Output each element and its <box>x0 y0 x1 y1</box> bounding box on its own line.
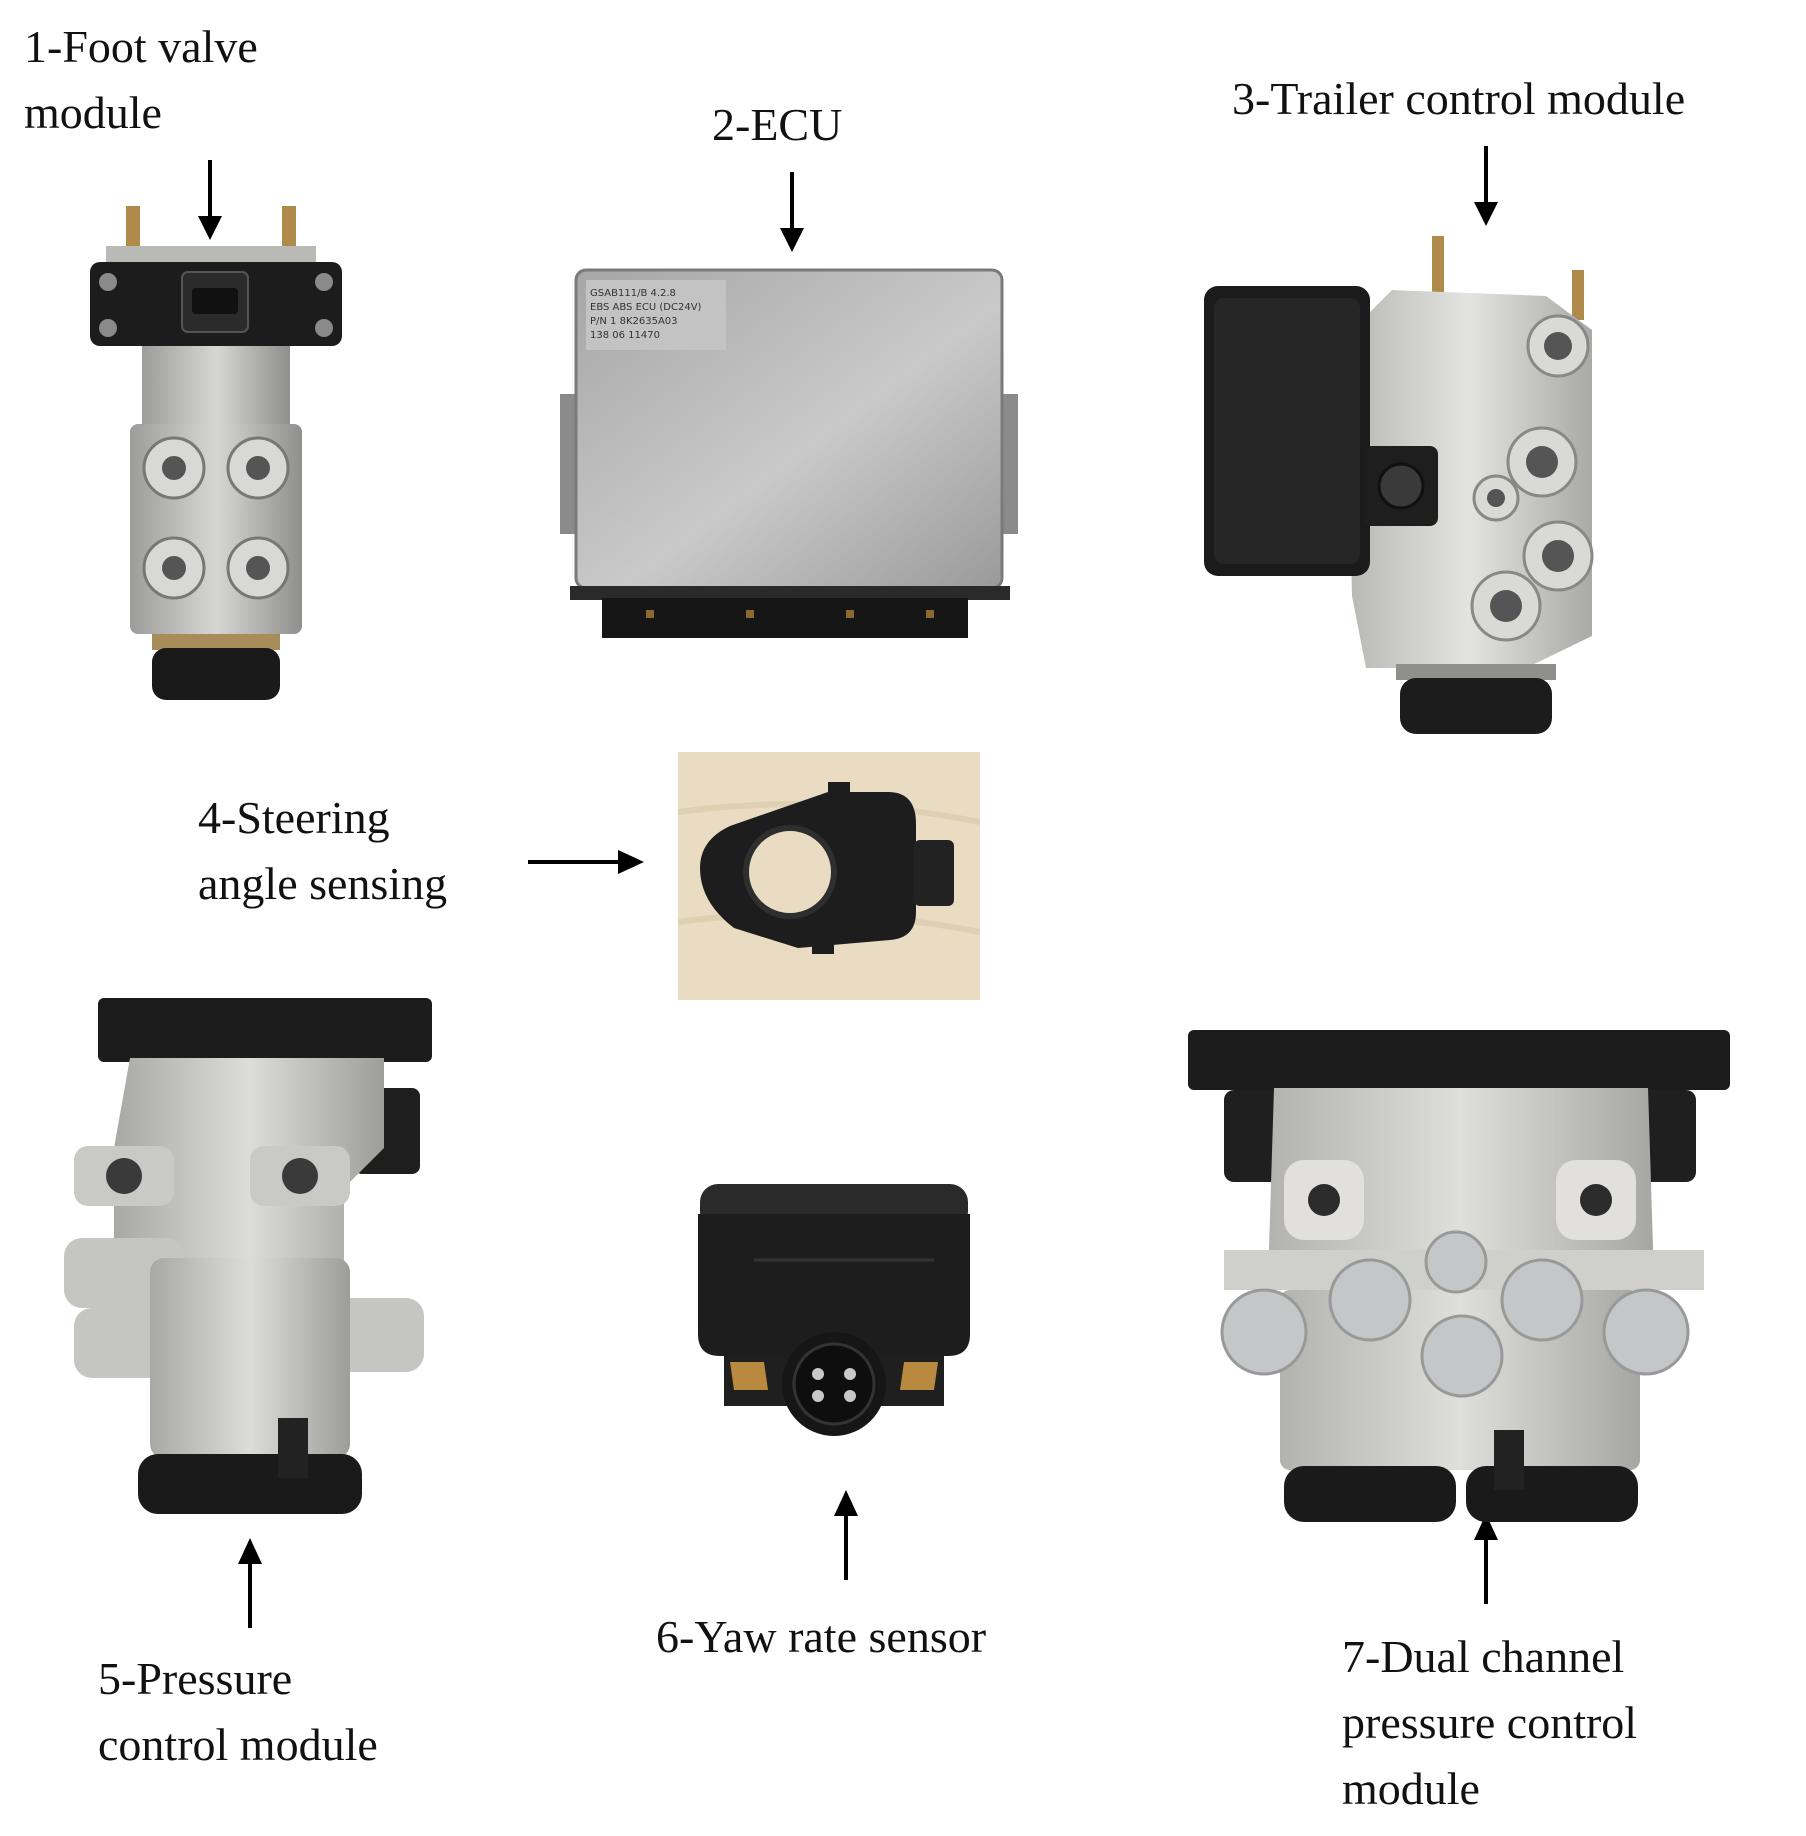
dual-channel-pressure-control-module-photo <box>1188 1030 1730 1522</box>
ecu-plate-line-1: GSAB111/B 4.2.8 <box>590 288 676 299</box>
label-trailer-control-module: 3-Trailer control module <box>1232 73 1686 124</box>
arrow-down-2 <box>780 172 804 252</box>
label-steering-angle-sensing: 4-Steering angle sensing <box>198 792 448 909</box>
foot-valve-module-photo <box>90 206 342 700</box>
ecu-plate-line-2: EBS ABS ECU (DC24V) <box>590 302 702 313</box>
label-foot-valve-module: 1-Foot valve module <box>24 21 258 138</box>
arrow-up-7 <box>1474 1514 1498 1604</box>
steering-angle-sensor-photo <box>678 752 980 1000</box>
arrow-right-4 <box>528 850 644 874</box>
label-pressure-control-module: 5-Pressure control module <box>98 1653 378 1770</box>
arrow-down-3 <box>1474 146 1498 226</box>
arrow-up-5 <box>238 1538 262 1628</box>
trailer-control-module-photo <box>1204 236 1594 734</box>
label-dual-channel-pressure-control-module: 7-Dual channel pressure control module <box>1342 1631 1638 1814</box>
label-yaw-rate-sensor: 6-Yaw rate sensor <box>656 1611 987 1662</box>
ecu-photo: GSAB111/B 4.2.8 EBS ABS ECU (DC24V) P/N … <box>560 268 1018 638</box>
label-ecu: 2-ECU <box>712 99 843 150</box>
yaw-rate-sensor-photo <box>698 1184 970 1436</box>
ecu-plate-line-4: 138 06 11470 <box>590 330 660 341</box>
arrow-up-6 <box>834 1490 858 1580</box>
ecu-plate-line-3: P/N 1 8K2635A03 <box>590 316 678 327</box>
pressure-control-module-photo <box>64 998 432 1514</box>
arrow-down-1 <box>198 160 222 240</box>
